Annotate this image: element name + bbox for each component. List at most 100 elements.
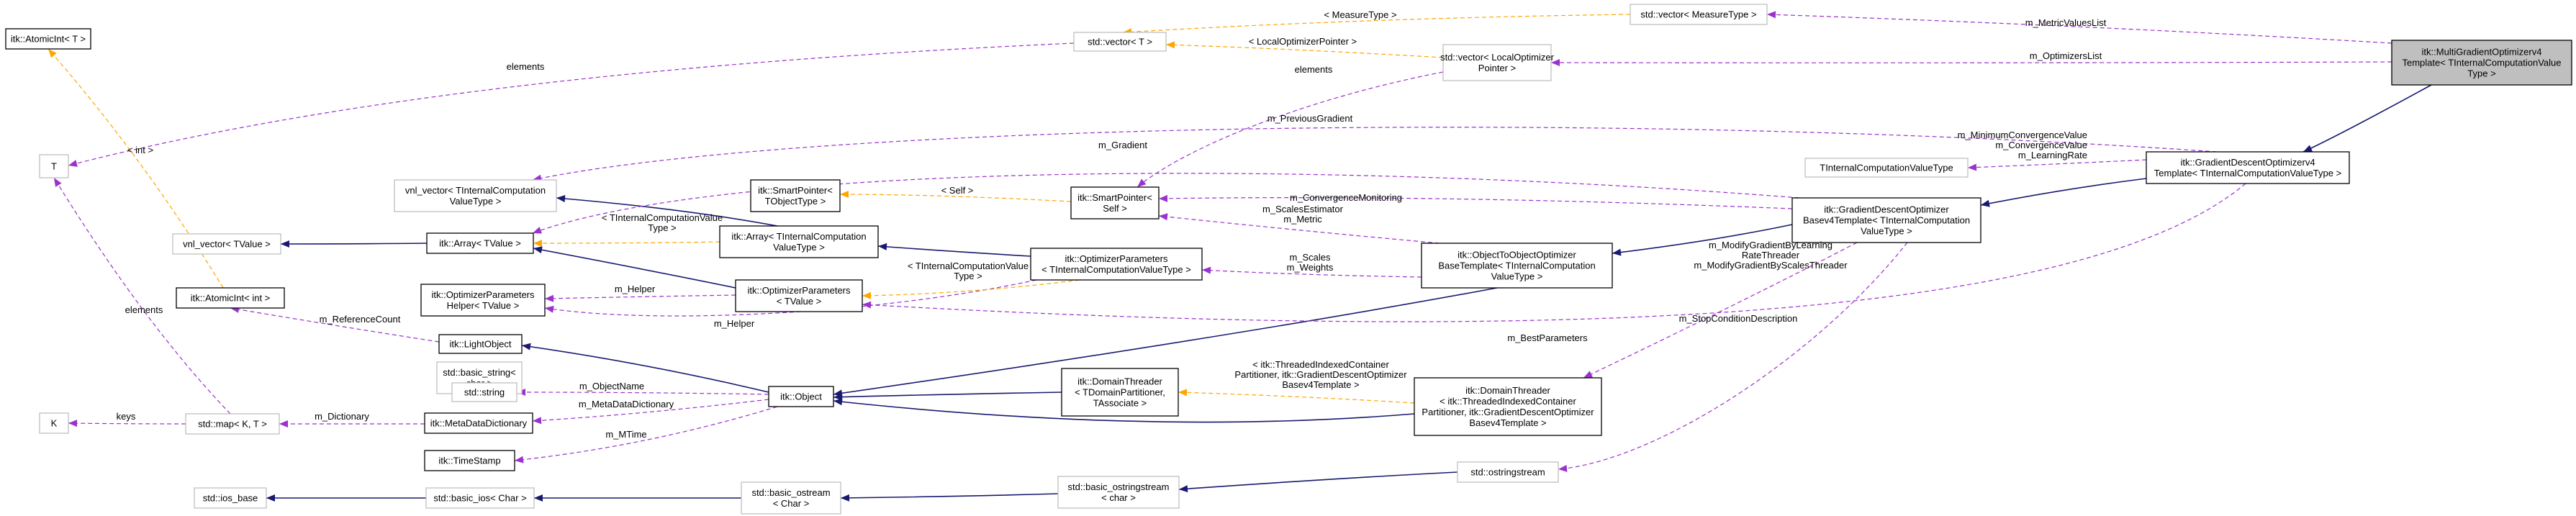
- node-box: [1073, 32, 1167, 52]
- node-label: Basev4Template >: [1469, 417, 1546, 428]
- edge-label-text: elements: [1295, 64, 1333, 75]
- node-object[interactable]: itk::Object: [768, 386, 834, 407]
- node-label: std::vector< LocalOptimizer: [1440, 52, 1555, 63]
- node-metadatadict[interactable]: itk::MetaDataDictionary: [424, 412, 533, 434]
- edge-label-text: m_ModifyGradientByScalesThreader: [1694, 260, 1848, 271]
- node-box: [768, 386, 834, 407]
- node-box: [425, 487, 535, 509]
- edge-label-local-optimizer-pointer-tpl: < LocalOptimizerPointer >: [1249, 36, 1357, 47]
- node-smartptr-tobj[interactable]: itk::SmartPointer<TObjectType >: [750, 179, 841, 212]
- node-label: itk::TimeStamp: [438, 456, 500, 466]
- node-box: [1457, 461, 1559, 483]
- edge-label-text: m_ScalesEstimator: [1262, 204, 1344, 214]
- edge-label-elements-map: elements: [125, 304, 163, 315]
- node-box: [1804, 158, 1969, 178]
- edge-label-text: m_MetaDataDictionary: [579, 399, 674, 409]
- node-atomicint-int[interactable]: itk::AtomicInt< int >: [176, 287, 285, 309]
- node-box: [1030, 248, 1203, 281]
- edge-label-text: Basev4Template >: [1282, 379, 1359, 390]
- node-array-tvalue[interactable]: itk::Array< TValue >: [426, 232, 534, 254]
- edge-object-to-lightobject-arrowhead: [522, 343, 531, 350]
- node-box: [194, 487, 267, 509]
- edge-optparams-tvalue-to-array-tvalue-arrowhead: [533, 246, 543, 254]
- edge-label-text: keys: [117, 411, 136, 422]
- edge-label-text: m_ObjectName: [579, 381, 644, 391]
- edge-meta-data-dictionary: [532, 399, 769, 422]
- edge-label-text: < LocalOptimizerPointer >: [1249, 36, 1357, 47]
- edge-helper-1: [544, 294, 736, 299]
- edge-array-tvalue-to-vnl-arrowhead: [281, 240, 289, 248]
- edge-ostringstream-to-basic-ostringstream-arrowhead: [1179, 485, 1188, 493]
- edge-label-text: Type >: [954, 271, 982, 281]
- node-box: [741, 481, 841, 515]
- node-label: std::vector< MeasureType >: [1640, 9, 1756, 20]
- node-array-tint[interactable]: itk::Array< TInternalComputationValueTyp…: [719, 225, 879, 258]
- node-box: [39, 412, 69, 434]
- node-label: < TDomainPartitioner,: [1075, 387, 1165, 398]
- node-label: itk::GradientDescentOptimizerv4: [2180, 157, 2315, 168]
- edge-label-gradient: m_Gradient: [1098, 140, 1147, 150]
- node-lightobject[interactable]: itk::LightObject: [438, 334, 523, 354]
- edge-label-text: m_OptimizersList: [2030, 50, 2102, 61]
- edge-label-tint-tpl-params: < TInternalComputationValueType >: [908, 261, 1029, 281]
- edge-optparams-tvalue-to-array-tvalue: [533, 248, 736, 289]
- edge-label-meta-data-dictionary: m_MetaDataDictionary: [579, 399, 674, 409]
- node-label: itk::Array< TValue >: [439, 238, 521, 249]
- edges-layer: [48, 11, 2432, 502]
- edge-domainthreader-s-to-object: [833, 400, 1415, 423]
- node-gdo-base[interactable]: itk::GradientDescentOptimizerBasev4Templ…: [1791, 197, 1981, 243]
- node-label: Template< TInternalComputationValue: [2402, 58, 2561, 68]
- edge-label-text: < TInternalComputationValue: [908, 261, 1029, 271]
- edge-label-text: < Self >: [941, 185, 974, 196]
- edge-meta-data-dictionary-arrowhead: [533, 417, 542, 425]
- node-label: itk::Object: [780, 391, 822, 402]
- node-label: Basev4Template< TInternalComputation: [1803, 215, 1970, 226]
- edge-label-text: < int >: [127, 145, 153, 155]
- node-label: Self >: [1103, 203, 1127, 214]
- edge-basic-ostream-to-ios-arrowhead: [534, 494, 543, 502]
- edge-previous-gradient: [532, 127, 2218, 181]
- node-label: itk::MultiGradientOptimizerv4: [2422, 47, 2542, 58]
- edge-scales-estimator-metric-arrowhead: [1159, 213, 1168, 221]
- node-box: [420, 284, 546, 317]
- edge-gdo-v4-to-gdo-base-arrowhead: [1981, 199, 1990, 207]
- node-gdo-v4-template[interactable]: itk::GradientDescentOptimizerv4Template<…: [2146, 151, 2350, 184]
- edge-label-object-name: m_ObjectName: [579, 381, 644, 391]
- node-box: [176, 287, 285, 309]
- edge-tpl-tint-array-arrowhead: [533, 240, 542, 247]
- node-domainthreader-s[interactable]: itk::DomainThreader< itk::ThreadedIndexe…: [1414, 377, 1602, 436]
- edge-tpl-tint-params: [862, 279, 1080, 297]
- edge-label-mtime: m_MTime: [605, 429, 646, 440]
- edge-label-threaded-tpl: < itk::ThreadedIndexedContainerPartition…: [1234, 359, 1407, 390]
- node-optparams-tvalue[interactable]: itk::OptimizerParameters< TValue >: [735, 279, 863, 312]
- edge-multi-to-gdo-v4-arrowhead: [2303, 145, 2313, 152]
- edge-helper-2-arrowhead: [545, 305, 554, 313]
- node-smartptr-self[interactable]: itk::SmartPointer<Self >: [1070, 186, 1160, 219]
- node-label: std::ostringstream: [1470, 467, 1545, 478]
- edge-scales-weights: [1201, 269, 1422, 278]
- edge-tpl-threaded-arrowhead: [1178, 389, 1188, 397]
- node-label: std::string: [464, 387, 505, 398]
- node-timestamp[interactable]: itk::TimeStamp: [424, 450, 515, 471]
- node-otoo[interactable]: itk::ObjectToObjectOptimizerBaseTemplate…: [1421, 243, 1613, 289]
- node-label: itk::OptimizerParameters: [747, 285, 851, 296]
- node-optparams-tint[interactable]: itk::OptimizerParameters< TInternalCompu…: [1030, 248, 1203, 281]
- edge-map-elements-arrowhead: [54, 178, 62, 187]
- node-box: [424, 412, 533, 434]
- node-box: [1421, 243, 1613, 289]
- edge-label-text: Partitioner, itk::GradientDescentOptimiz…: [1234, 369, 1407, 380]
- edge-tpl-localopt: [1165, 44, 1444, 58]
- edge-label-previous-gradient: m_PreviousGradient: [1267, 113, 1353, 124]
- edge-tpl-tint-array: [533, 241, 720, 244]
- node-box: [172, 233, 281, 255]
- node-domainthreader-t[interactable]: itk::DomainThreader< TDomainPartitioner,…: [1061, 368, 1179, 417]
- edge-stop-condition-arrowhead: [1558, 464, 1568, 472]
- edge-stop-condition: [1558, 242, 1908, 470]
- node-atomicint-t[interactable]: itk::AtomicInt< T >: [5, 28, 91, 50]
